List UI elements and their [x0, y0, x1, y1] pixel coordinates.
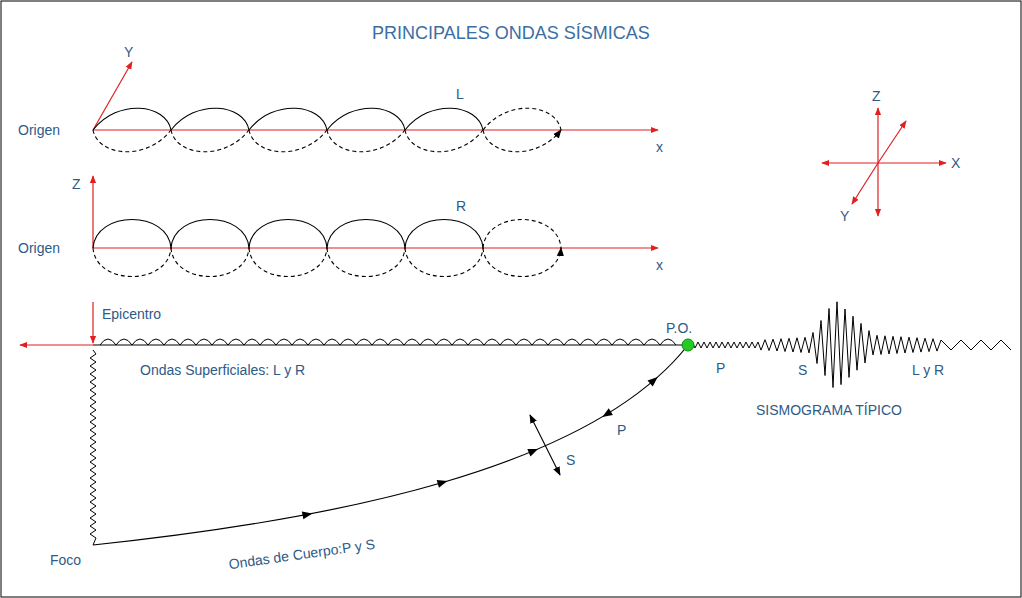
origin-label: Origen	[18, 122, 60, 138]
focus-label: Foco	[50, 552, 81, 568]
rayleigh-wave	[93, 220, 561, 277]
observation-point	[682, 339, 694, 351]
axis-label: Y	[124, 44, 133, 60]
y-axis	[93, 62, 132, 130]
s-wave-motion	[530, 415, 560, 475]
surface-axis	[20, 344, 93, 345]
phase-label: L y R	[912, 362, 944, 378]
axis-label: Z	[72, 176, 81, 192]
epicenter-label: Epicentro	[102, 306, 161, 322]
body-wave-ray	[93, 345, 688, 545]
love-wave	[93, 108, 561, 152]
seismogram-title: SISMOGRAMA TÍPICO	[756, 402, 902, 418]
ground-surface	[93, 344, 688, 345]
focus-epicenter-line	[90, 350, 96, 545]
z-axis	[92, 176, 93, 248]
diagram-title: PRINCIPALES ONDAS SÍSMICAS	[372, 22, 650, 44]
axes-symbol	[822, 108, 946, 216]
axis-label: X	[951, 155, 960, 171]
ray-arrowheads	[302, 377, 658, 519]
x-axis	[93, 129, 658, 130]
body-wave-label: Ondas de Cuerpo:P y S	[228, 536, 376, 572]
surface-wave-label: Ondas Superficiales: L y R	[140, 362, 305, 378]
wave-label: L	[456, 86, 464, 102]
x-axis	[93, 247, 658, 248]
phase-label: S	[566, 452, 575, 468]
phase-label: P	[716, 360, 725, 376]
phase-label: S	[798, 362, 807, 378]
epicenter-arrow	[92, 302, 93, 343]
phase-label: P	[617, 422, 626, 438]
axis-label: Z	[872, 88, 881, 104]
point-label: P.O.	[666, 320, 692, 336]
axis-label: x	[656, 257, 663, 273]
axis-label: Y	[840, 208, 849, 224]
wave-label: R	[456, 198, 466, 214]
surface-waves	[100, 339, 676, 345]
origin-label: Origen	[18, 240, 60, 256]
axis-label: x	[656, 139, 663, 155]
seismogram-trace	[690, 302, 1011, 388]
